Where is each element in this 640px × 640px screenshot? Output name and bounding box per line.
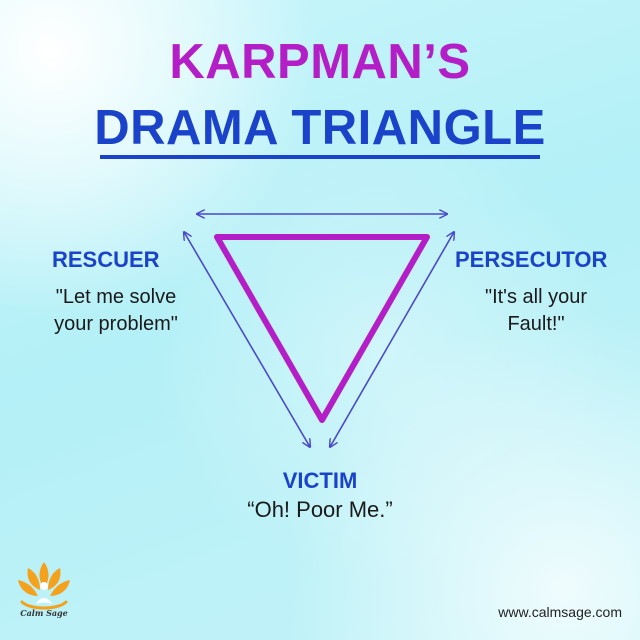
rescuer-quote-line2: your problem" (54, 313, 178, 335)
title-drama-triangle: DRAMA TRIANGLE (94, 101, 546, 155)
lotus-meditation-icon (18, 562, 70, 610)
title-underline (100, 155, 540, 159)
arrow-rescuer-victim (184, 232, 310, 447)
persecutor-quote-line2: Fault!" (507, 313, 565, 335)
persecutor-quote-line1: "It's all your (484, 286, 588, 308)
website-url: www.calmsage.com (498, 604, 622, 620)
victim-quote: “Oh! Poor Me.” (247, 497, 393, 522)
persecutor-label: PERSECUTOR (455, 247, 608, 272)
title-karpmans: KARPMAN’S (169, 35, 471, 89)
rescuer-quote-line1: "Let me solve (55, 286, 177, 308)
triangle-shape (214, 234, 430, 423)
arrow-persecutor-victim (330, 232, 454, 447)
victim-label: VICTIM (282, 468, 358, 493)
persecutor-quote: "It's all your Fault!" (466, 284, 606, 338)
rescuer-quote: "Let me solve your problem" (40, 284, 192, 338)
rescuer-label: RESCUER (52, 247, 160, 272)
logo-text: Calm Sage (20, 608, 68, 618)
